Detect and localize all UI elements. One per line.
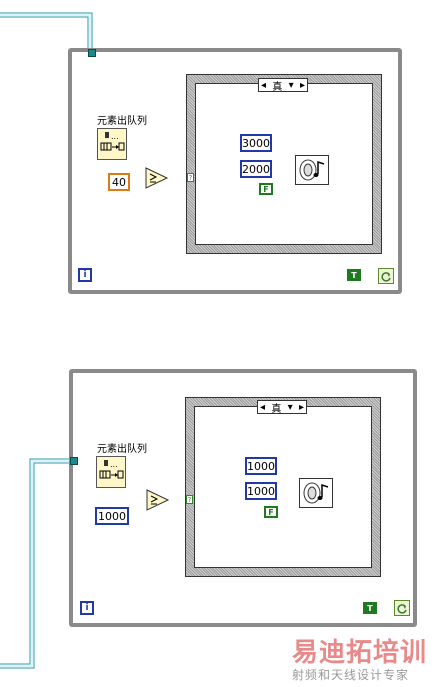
- bool-constant-bottom[interactable]: F: [264, 506, 278, 518]
- case-selector-bottom[interactable]: ◂ 真 ▾ ▸: [257, 400, 307, 415]
- case-structure-bottom[interactable]: [185, 397, 381, 577]
- beep-node-bottom[interactable]: [299, 478, 333, 508]
- watermark-brand: 易迪拓培训: [292, 638, 428, 668]
- iteration-terminal-bottom: i: [80, 601, 94, 615]
- dequeue-node-top[interactable]: ...: [97, 128, 127, 160]
- case-selector-label: 真: [271, 403, 282, 415]
- bool-constant-top[interactable]: F: [259, 183, 273, 195]
- case-dropdown-arrow-icon[interactable]: ▾: [288, 79, 294, 91]
- svg-text:...: ...: [110, 460, 118, 469]
- case-prev-arrow-icon[interactable]: ◂: [261, 79, 267, 91]
- timeout-constant-bottom[interactable]: 1000: [95, 507, 129, 525]
- case-body-top: [195, 83, 373, 245]
- queue-tunnel-top: [88, 49, 96, 57]
- case-selector-terminal-top: ?: [187, 173, 194, 182]
- case-selector-terminal-bottom: ?: [186, 495, 193, 504]
- beep-icon: [303, 482, 329, 504]
- dequeue-icon: ...: [99, 460, 124, 479]
- stop-constant-top[interactable]: T: [347, 269, 361, 281]
- greater-or-equal-icon[interactable]: [146, 489, 170, 511]
- case-selector-top[interactable]: ◂ 真 ▾ ▸: [258, 78, 308, 93]
- stop-icon: [397, 604, 407, 614]
- case-dropdown-arrow-icon[interactable]: ▾: [287, 401, 293, 413]
- duration-constant-bottom[interactable]: 1000: [245, 482, 277, 500]
- case-next-arrow-icon[interactable]: ▸: [299, 79, 305, 91]
- svg-text:...: ...: [111, 132, 119, 141]
- stop-terminal-bottom[interactable]: [394, 600, 410, 616]
- timeout-constant-top[interactable]: 40: [108, 173, 130, 191]
- frequency-constant-bottom[interactable]: 1000: [245, 457, 277, 475]
- case-prev-arrow-icon[interactable]: ◂: [260, 401, 266, 413]
- dequeue-label-bottom: 元素出队列: [97, 444, 147, 455]
- dequeue-node-bottom[interactable]: ...: [96, 456, 126, 488]
- queue-tunnel-bottom: [70, 457, 78, 465]
- stop-constant-bottom[interactable]: T: [363, 602, 377, 614]
- stop-terminal-top[interactable]: [378, 268, 394, 284]
- dequeue-icon: ...: [100, 132, 125, 151]
- case-selector-label: 真: [272, 81, 283, 93]
- watermark-subtitle: 射频和天线设计专家: [292, 668, 410, 682]
- iteration-terminal-top: i: [78, 268, 92, 282]
- case-next-arrow-icon[interactable]: ▸: [298, 401, 304, 413]
- beep-icon: [299, 159, 325, 181]
- stop-icon: [381, 272, 391, 282]
- case-body-bottom: [194, 406, 372, 568]
- duration-constant-top[interactable]: 2000: [240, 160, 272, 178]
- beep-node-top[interactable]: [295, 155, 329, 185]
- frequency-constant-top[interactable]: 3000: [240, 134, 272, 152]
- dequeue-label-top: 元素出队列: [97, 116, 147, 127]
- greater-or-equal-icon[interactable]: [145, 167, 169, 189]
- case-structure-top[interactable]: [186, 74, 382, 254]
